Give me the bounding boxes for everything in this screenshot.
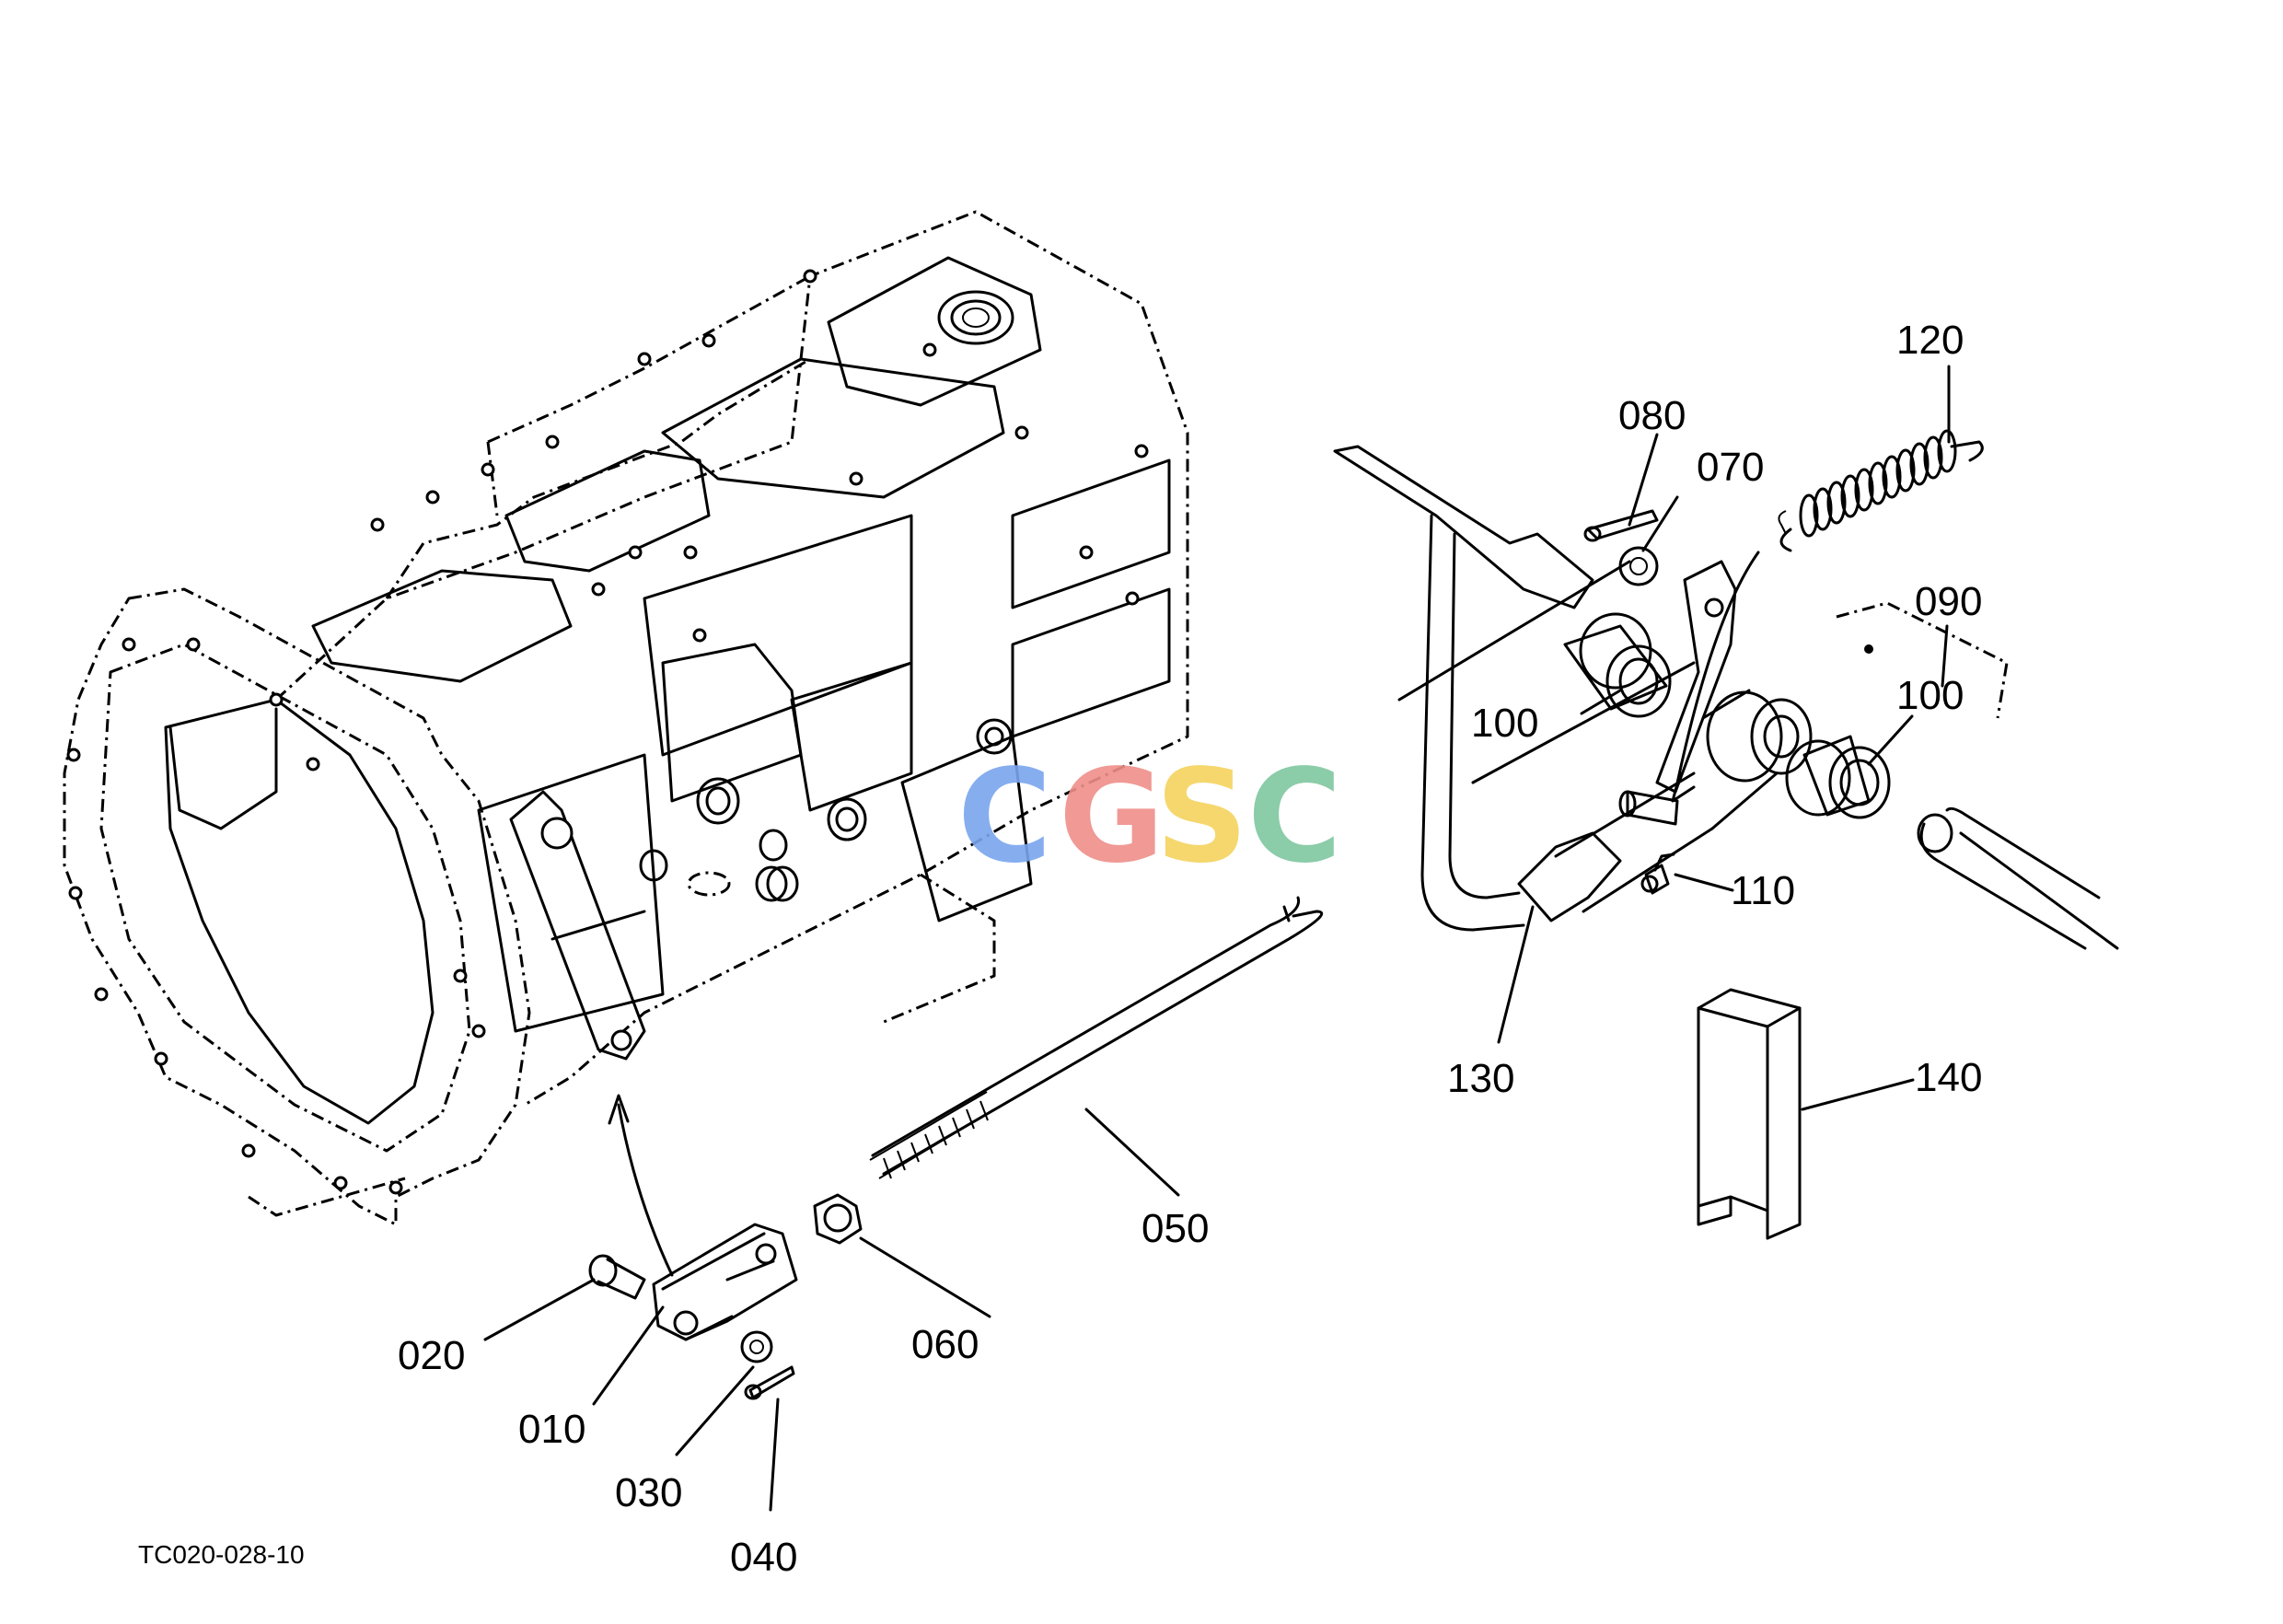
label-part-060: 060 [911, 1322, 979, 1367]
label-part-120: 120 [1896, 318, 1964, 363]
drawing-code: TC020-028-10 [138, 1540, 305, 1569]
label-part-100-right: 100 [1896, 673, 1964, 718]
label-part-140: 140 [1915, 1055, 1982, 1100]
watermark-letter-s: S [1155, 742, 1248, 892]
label-part-070: 070 [1697, 445, 1764, 490]
cotter-pin [744, 1365, 795, 1400]
watermark-letter-c2: C [1247, 742, 1342, 892]
label-part-090: 090 [1915, 579, 1982, 624]
clutch-rod [869, 896, 1324, 1179]
pedal-stopper-block [1697, 988, 1802, 1240]
leader-lines [483, 365, 1951, 1512]
label-part-130: 130 [1447, 1056, 1514, 1101]
washer [740, 1330, 773, 1363]
stud-bolt [1618, 790, 1679, 826]
label-part-030: 030 [615, 1470, 682, 1515]
grease-fitting [1640, 853, 1675, 895]
return-spring [1671, 429, 1984, 803]
bushing-right [1785, 735, 1891, 819]
clevis [652, 1223, 798, 1341]
bushing-left [1563, 612, 1672, 718]
watermark-logo: C G S C [957, 742, 1342, 892]
label-part-080: 080 [1618, 393, 1686, 438]
watermark-letter-c1: C [957, 742, 1052, 892]
assembly-arrowhead [608, 1094, 630, 1125]
label-part-040: 040 [730, 1535, 797, 1580]
clevis-pin [588, 1254, 646, 1300]
assembly-arrow [617, 1103, 674, 1277]
watermark-letter-g: G [1059, 742, 1165, 892]
transmission-case [63, 210, 1189, 1226]
pin [1583, 509, 1659, 542]
pedal-shaft-extension [1959, 831, 2119, 950]
label-part-020: 020 [398, 1333, 465, 1378]
label-part-100-left: 100 [1471, 701, 1538, 746]
label-part-050: 050 [1142, 1206, 1209, 1251]
label-part-110: 110 [1731, 868, 1795, 913]
nut [813, 1193, 863, 1245]
washer-070 [1618, 546, 1659, 586]
label-part-010: 010 [518, 1407, 585, 1452]
clutch-pedal [1333, 445, 1813, 932]
